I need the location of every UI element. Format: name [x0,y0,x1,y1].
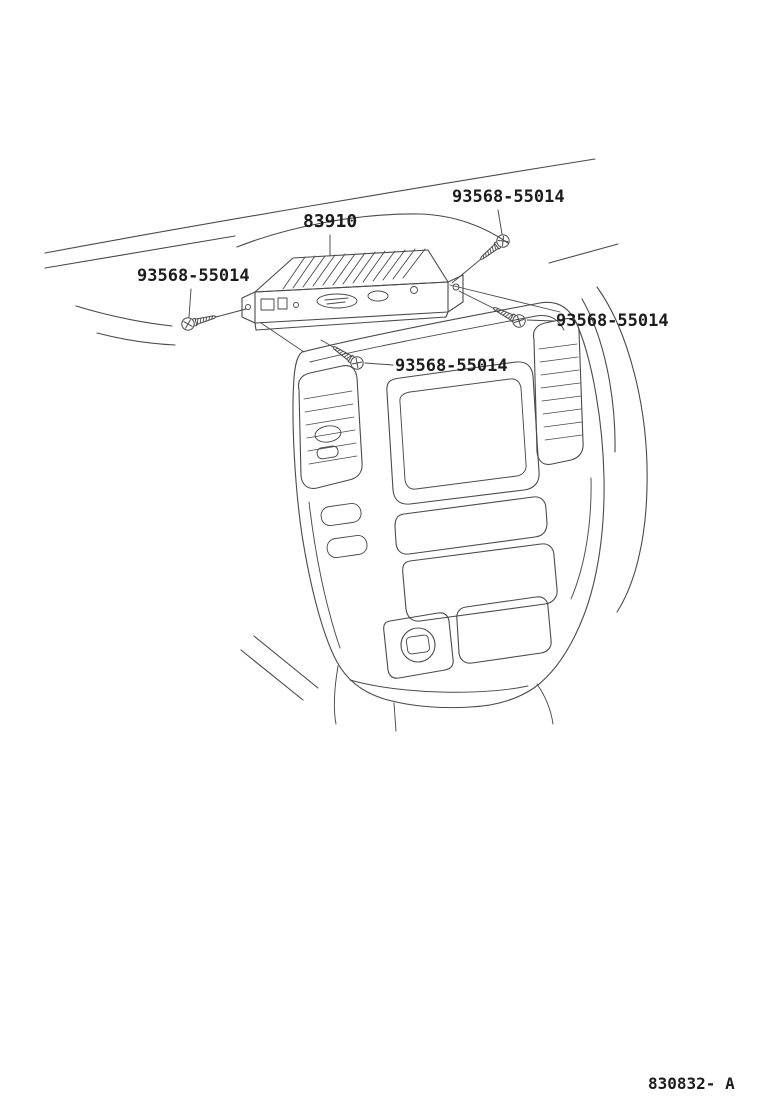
leader-lines [188,209,555,366]
figure-code: 830832- A [648,1074,735,1093]
center-console-drawing [292,301,605,732]
part-label-screw-left: 93568-55014 [137,266,250,286]
part-label-screw-center: 93568-55014 [395,356,508,376]
part-label-display-unit: 83910 [303,211,358,232]
display-unit-drawing [241,248,561,353]
screw-icon-top-right [476,231,513,265]
part-label-screw-top-right: 93568-55014 [452,187,565,207]
part-label-screw-right: 93568-55014 [556,311,669,331]
dashboard-contour-lines [44,158,648,701]
screw-icon-left [179,309,219,333]
